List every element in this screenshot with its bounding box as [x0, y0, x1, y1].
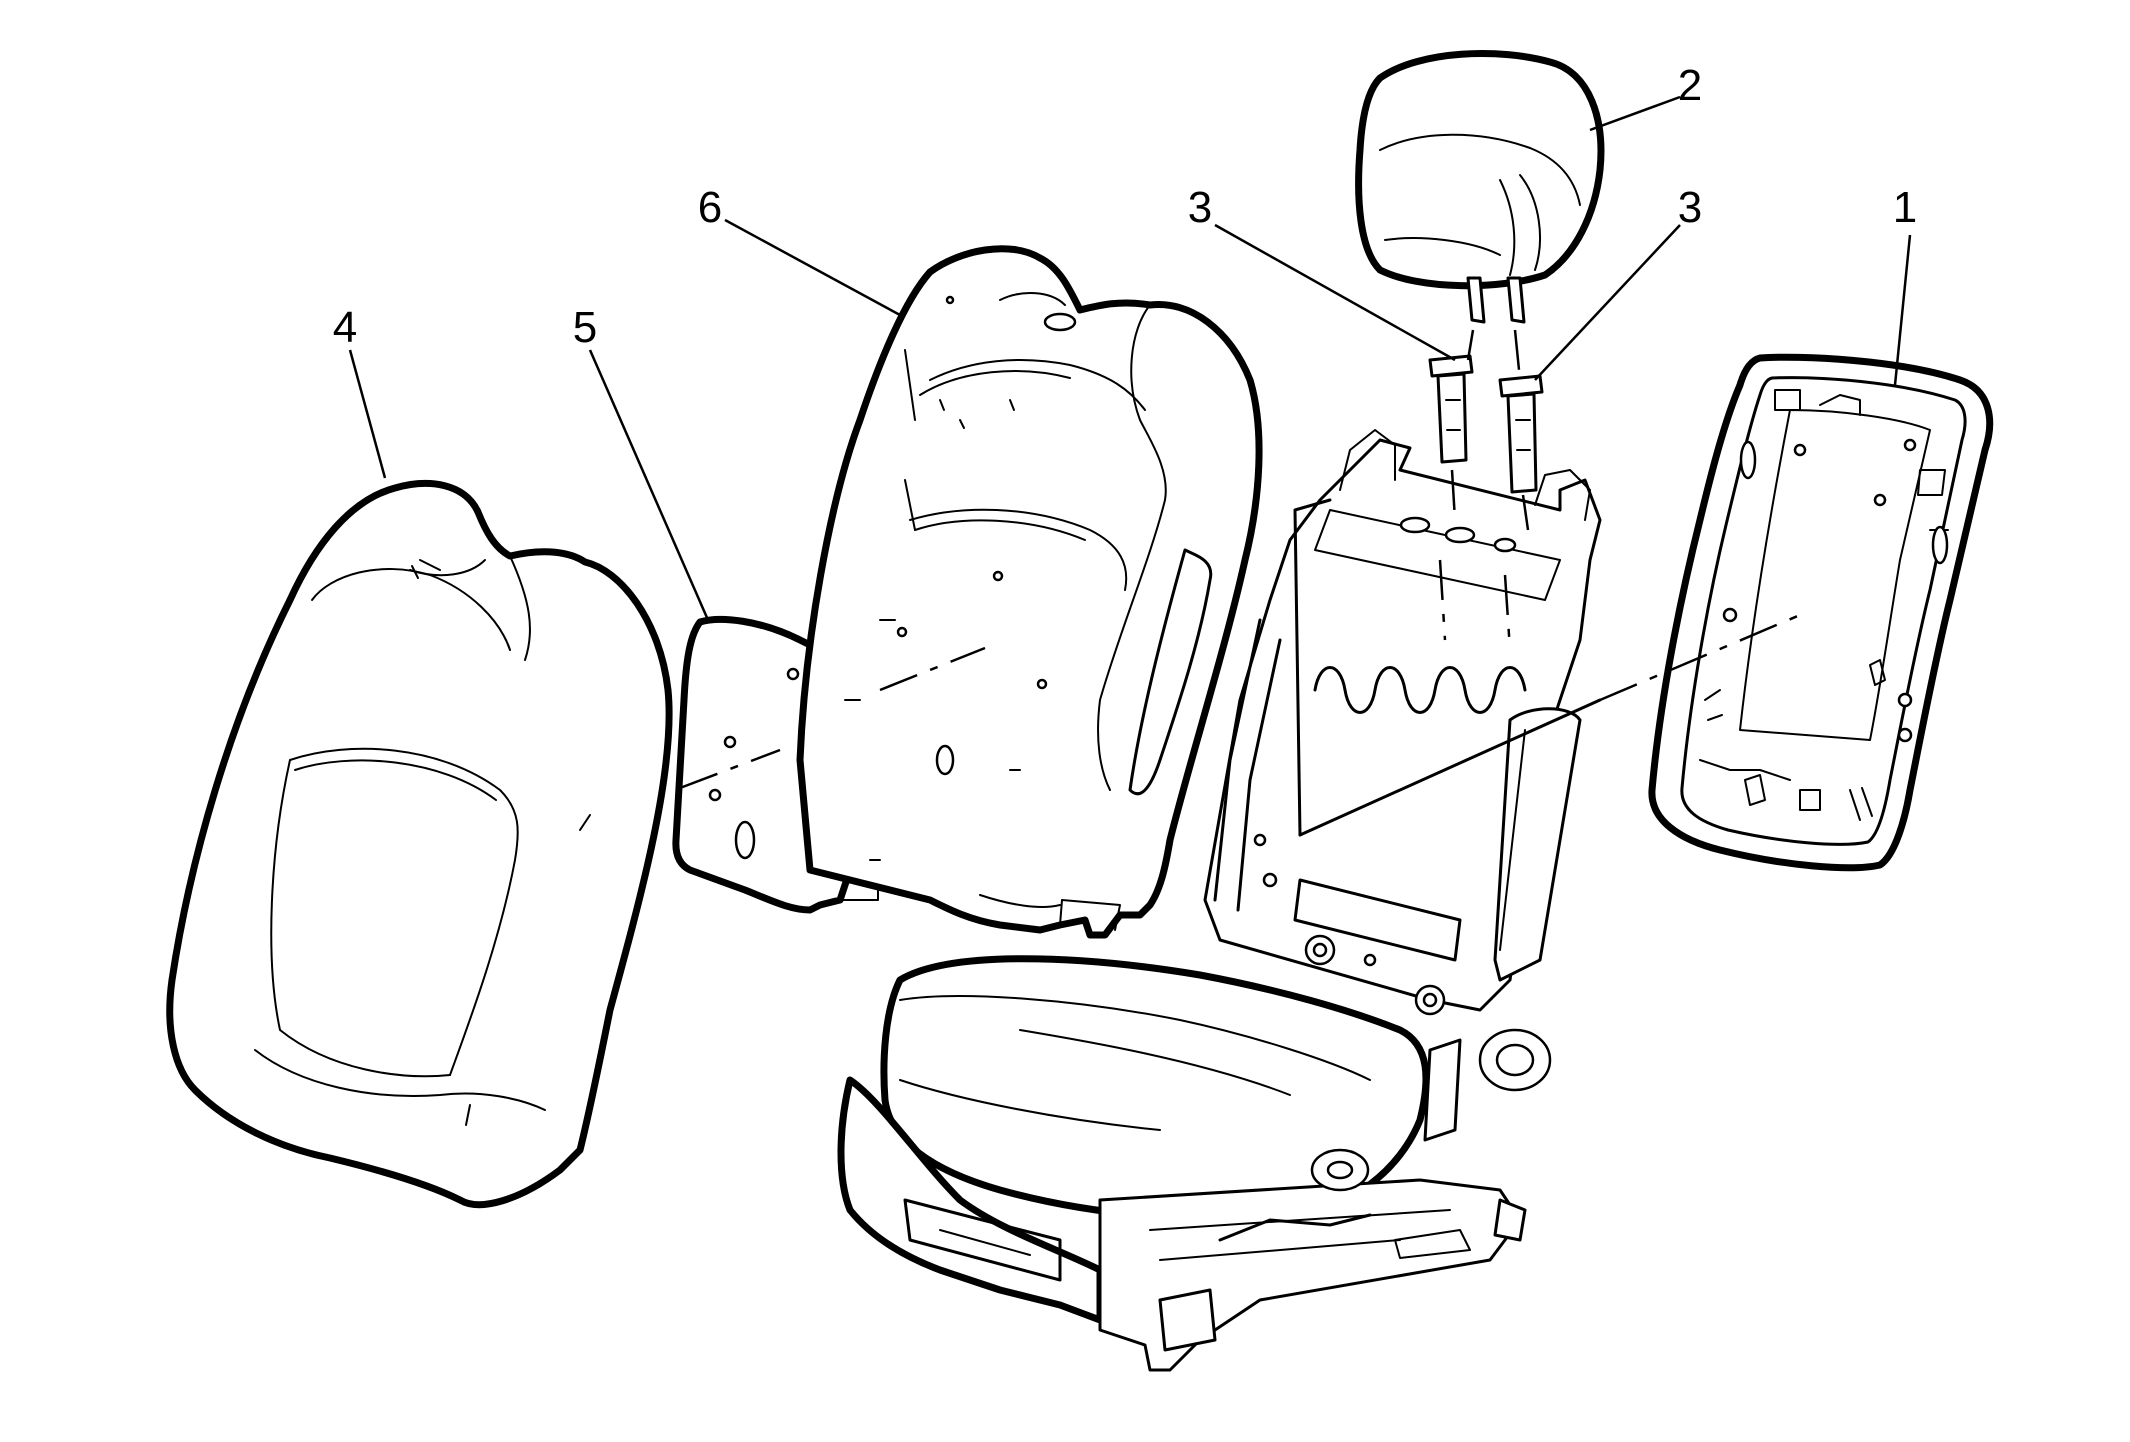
assembly-alignment-lines [679, 329, 1801, 837]
callout-2: 2 [1678, 61, 1702, 110]
callout-labels: 1 2 3 3 4 5 6 [333, 61, 1917, 352]
callout-4: 4 [333, 303, 357, 352]
callout-5: 5 [573, 303, 597, 352]
part-6-seatback-pad [796, 245, 1263, 939]
part-3-headrest-guide-right [1498, 374, 1544, 494]
seat-frame-assembly [837, 429, 1602, 1372]
part-4-seatback-cover [166, 480, 673, 1209]
callout-leaders [348, 95, 1912, 621]
callout-1: 1 [1893, 183, 1917, 232]
callout-6: 6 [698, 183, 722, 232]
callout-3-right: 3 [1678, 183, 1702, 232]
part-2-headrest [1355, 50, 1605, 324]
part-1-back-frame-panel [1648, 353, 1994, 872]
part-3-headrest-guide-left [1428, 354, 1474, 464]
callout-3-left: 3 [1188, 183, 1212, 232]
